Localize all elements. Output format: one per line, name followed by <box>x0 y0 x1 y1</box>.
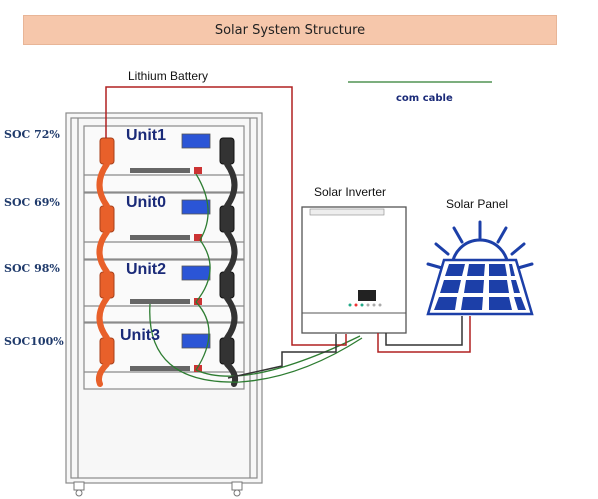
solar-inverter-label: Solar Inverter <box>314 185 387 199</box>
soc-label-unit1: SOC 72% <box>4 128 60 141</box>
unit2-display <box>181 265 211 281</box>
lithium-battery-label: Lithium Battery <box>128 69 209 83</box>
unit-label-unit1: Unit1 <box>126 127 166 144</box>
solar-panel-icon <box>426 258 534 316</box>
com-cable-links <box>149 173 363 383</box>
unit0-display <box>181 199 211 215</box>
unit-label-unit0: Unit0 <box>126 194 166 211</box>
unit-label-unit3: Unit3 <box>120 327 160 344</box>
unit1-display <box>181 133 211 149</box>
unit-label-unit2: Unit2 <box>126 261 166 278</box>
unit3-display <box>181 333 211 349</box>
diagram-title: Solar System Structure <box>214 22 366 38</box>
title-bar: Solar System Structure <box>23 15 557 45</box>
pv-negative-wire <box>385 316 463 346</box>
positive-main-wire <box>105 86 347 346</box>
negative-main-wire <box>227 334 337 379</box>
unit-port-panels <box>130 167 202 372</box>
positive-terminals <box>99 137 115 365</box>
com-cable-label: com cable <box>396 93 453 104</box>
sun-arc <box>450 238 510 269</box>
rack-feet <box>73 481 243 497</box>
soc-label-unit3: SOC100% <box>4 335 64 348</box>
positive-jumpers <box>95 161 110 387</box>
soc-label-unit0: SOC 69% <box>4 196 60 209</box>
solar-panel-label: Solar Panel <box>446 197 509 211</box>
soc-label-unit2: SOC 98% <box>4 262 60 275</box>
negative-jumpers <box>224 161 239 387</box>
sun-rays-icon <box>426 220 534 270</box>
pv-positive-wire <box>377 316 471 353</box>
unit-displays <box>181 133 211 349</box>
solar-inverter <box>301 206 407 334</box>
